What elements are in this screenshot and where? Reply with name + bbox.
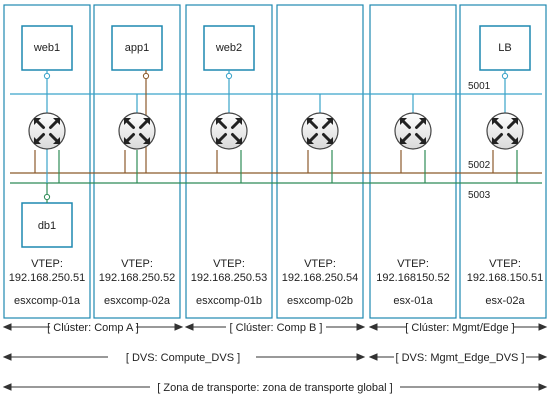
host-vtep-label: VTEP: xyxy=(121,258,153,270)
host-vtep-label: VTEP: xyxy=(397,258,429,270)
host-vtep-label: VTEP: xyxy=(213,258,245,270)
cluster-arrows xyxy=(2,323,548,331)
host-name: esx-02a xyxy=(485,295,525,307)
host-name: esxcomp-02a xyxy=(104,295,171,307)
segment-5003-label: 5003 xyxy=(468,190,491,201)
host-vtep-label: VTEP: xyxy=(31,258,63,270)
segment-5002-label: 5002 xyxy=(468,160,491,171)
host-name: esx-01a xyxy=(393,295,433,307)
host-panel-2 xyxy=(93,4,181,319)
vm-label-app1: app1 xyxy=(125,42,149,54)
host-panel-6 xyxy=(459,4,547,319)
vm-label-db1: db1 xyxy=(38,220,56,232)
host-name: esxcomp-01b xyxy=(196,295,262,307)
host-panel-1 xyxy=(3,4,91,319)
cluster-label-comp-a: [ Clúster: Comp A ] xyxy=(47,322,139,334)
host-vtep-ip: 192.168.150.51 xyxy=(467,272,543,284)
vm-label-web2: web2 xyxy=(215,42,242,54)
host-vtep-ip: 192.168.250.52 xyxy=(99,272,175,284)
dvs-arrows xyxy=(2,353,548,361)
host-vtep-label: VTEP: xyxy=(304,258,336,270)
cluster-label-mgmt-edge: [ Clúster: Mgmt/Edge ] xyxy=(405,322,514,334)
host-panel-5 xyxy=(369,4,457,319)
host-vtep-ip: 192.168.250.54 xyxy=(282,272,358,284)
router-stems xyxy=(34,94,518,183)
host-vtep-label: VTEP: xyxy=(489,258,521,270)
router-icon xyxy=(486,112,524,150)
host-panel-3 xyxy=(185,4,273,319)
host-vtep-ip: 192.168150.52 xyxy=(376,272,449,284)
router-icon xyxy=(210,112,248,150)
host-vtep-ip: 192.168.250.53 xyxy=(191,272,267,284)
dvs-label-compute: [ DVS: Compute_DVS ] xyxy=(126,352,240,364)
host-name: esxcomp-01a xyxy=(14,295,81,307)
router-icon xyxy=(28,112,66,150)
vm-box-web2 xyxy=(203,25,255,71)
dvs-label-mgmt-edge: [ DVS: Mgmt_Edge_DVS ] xyxy=(396,352,525,364)
host-name: esxcomp-02b xyxy=(287,295,353,307)
vm-label-web1: web1 xyxy=(33,42,60,54)
vm-label-lb: LB xyxy=(498,42,511,54)
transport-zone-label: [ Zona de transporte: zona de transporte… xyxy=(157,382,392,394)
transport-zone-arrow xyxy=(2,383,548,391)
cluster-label-comp-b: [ Clúster: Comp B ] xyxy=(230,322,323,334)
router-icon xyxy=(394,112,432,150)
vm-box-app1 xyxy=(111,25,163,71)
host-vtep-ip: 192.168.250.51 xyxy=(9,272,85,284)
host-panels xyxy=(3,4,547,319)
router-icon xyxy=(118,112,156,150)
vm-box-web1 xyxy=(21,25,73,71)
host-panel-4 xyxy=(276,4,364,319)
segment-5001-label: 5001 xyxy=(468,81,491,92)
vm-box-db1 xyxy=(21,202,73,248)
router-icon xyxy=(301,112,339,150)
vm-box-lb xyxy=(479,25,531,71)
